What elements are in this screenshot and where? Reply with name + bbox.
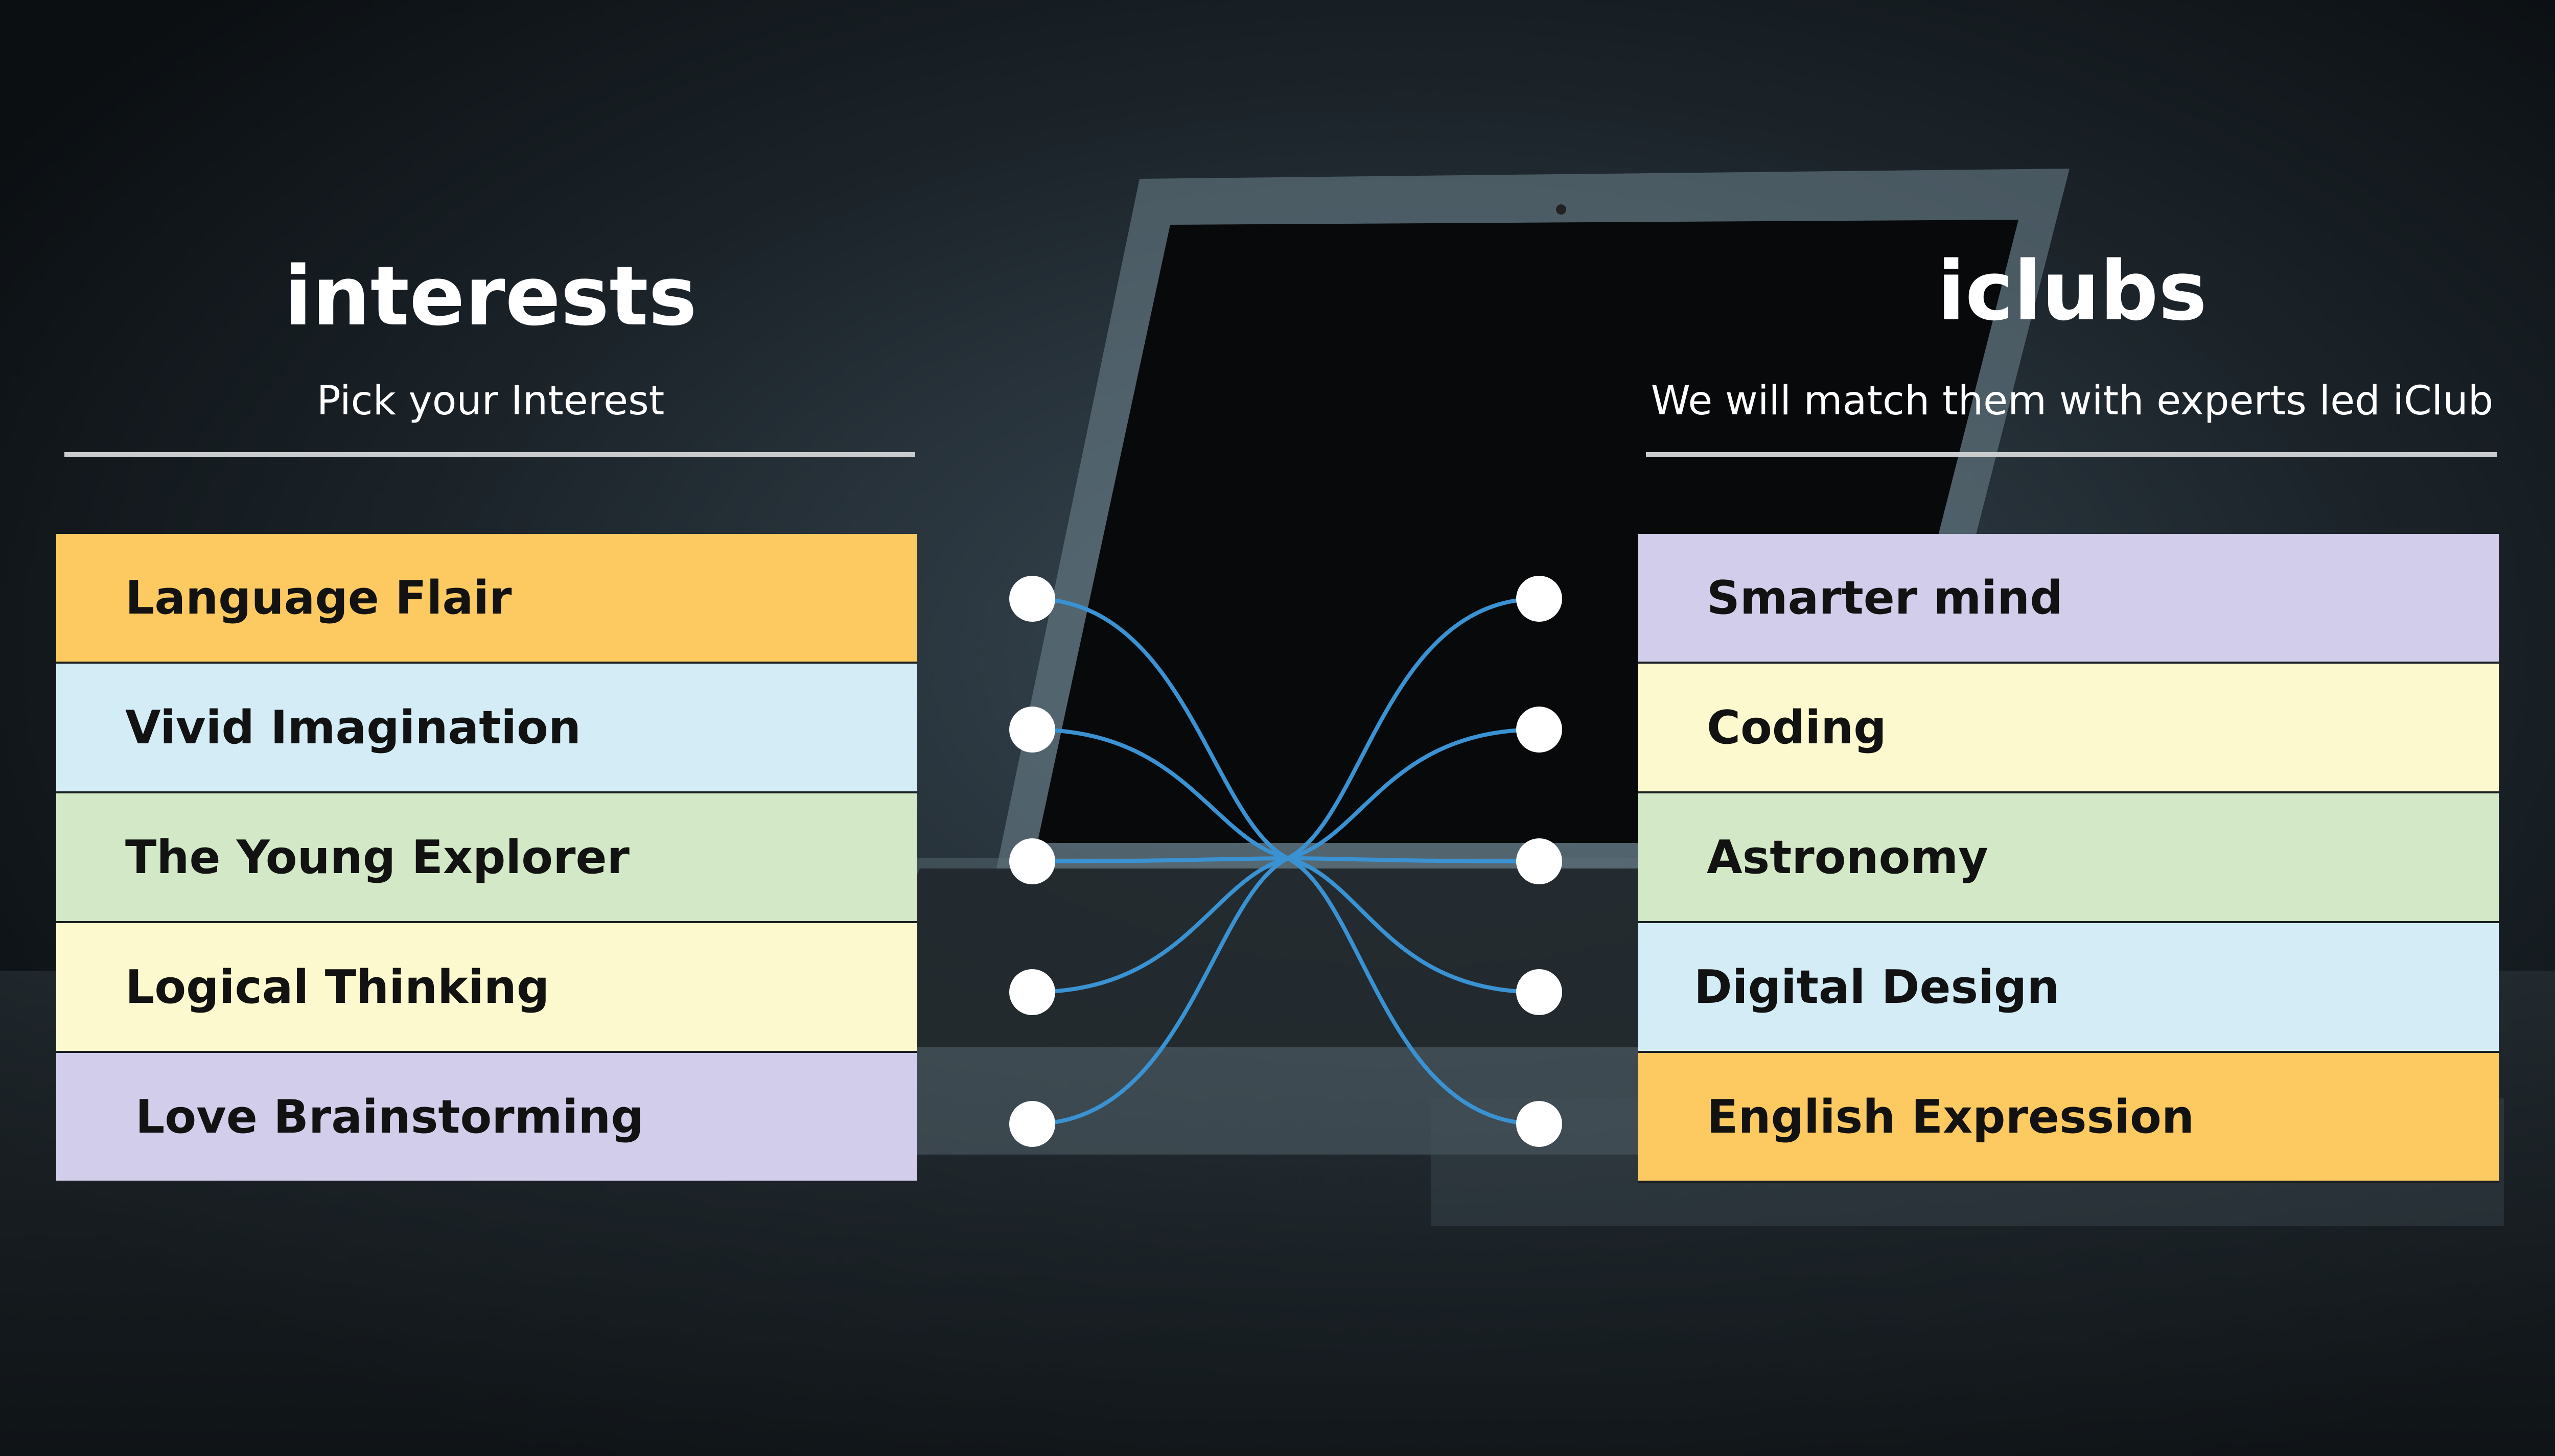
connector-line-left-2 <box>1032 856 1288 863</box>
interest-label: Language Flair <box>125 571 512 625</box>
iclub-item-astronomy[interactable]: Astronomy <box>1638 793 2499 923</box>
connector-dot-left-3[interactable] <box>1009 969 1055 1015</box>
iclub-label: English Expression <box>1707 1090 2194 1144</box>
connector-dots <box>1009 576 1562 1147</box>
iclub-label: Astronomy <box>1707 830 1988 884</box>
connector-line-right-2 <box>1287 856 1540 863</box>
iclub-item-smarter-mind[interactable]: Smarter mind <box>1638 534 2499 664</box>
iclubs-subtitle: We will match them with experts led iClu… <box>1651 378 2494 424</box>
iclub-item-coding[interactable]: Coding <box>1638 664 2499 793</box>
connector-dot-right-1[interactable] <box>1516 707 1562 753</box>
connector-line-left-1 <box>1032 727 1288 860</box>
iclub-label: Coding <box>1707 700 1887 755</box>
connector-line-left-0 <box>1032 597 1289 860</box>
interest-label: The Young Explorer <box>125 830 630 884</box>
connector-dot-right-2[interactable] <box>1516 838 1562 884</box>
connector-line-right-4 <box>1287 856 1540 1126</box>
iclub-item-digital-design[interactable]: Digital Design <box>1638 923 2499 1053</box>
connector-line-left-4 <box>1032 856 1289 1126</box>
connector-line-right-1 <box>1287 727 1540 860</box>
interests-title: interests <box>284 248 698 344</box>
iclubs-title: iclubs <box>1937 243 2208 339</box>
iclubs-list: Smarter mind Coding Astronomy Digital De… <box>1638 534 2499 1183</box>
interest-item-vivid-imagination[interactable]: Vivid Imagination <box>56 664 917 793</box>
interests-divider <box>64 452 915 457</box>
interest-label: Logical Thinking <box>125 960 550 1014</box>
connector-dot-right-4[interactable] <box>1516 1101 1562 1147</box>
connector-dot-left-4[interactable] <box>1009 1101 1055 1147</box>
connector-dot-left-2[interactable] <box>1009 838 1055 884</box>
connector-dot-right-0[interactable] <box>1516 576 1562 622</box>
connector-line-right-3 <box>1287 856 1540 994</box>
connector-dot-right-3[interactable] <box>1516 969 1562 1015</box>
interest-label: Love Brainstorming <box>135 1090 644 1144</box>
interests-subtitle: Pick your Interest <box>316 378 665 424</box>
connector-line-right-0 <box>1287 597 1540 860</box>
interest-item-language-flair[interactable]: Language Flair <box>56 534 917 664</box>
connector-line-left-3 <box>1032 856 1289 994</box>
connector-lines <box>1032 597 1540 1126</box>
interests-list: Language Flair Vivid Imagination The You… <box>56 534 917 1183</box>
connector-dot-left-0[interactable] <box>1009 576 1055 622</box>
interest-item-logical-thinking[interactable]: Logical Thinking <box>56 923 917 1053</box>
interest-item-young-explorer[interactable]: The Young Explorer <box>56 793 917 923</box>
iclub-item-english-expression[interactable]: English Expression <box>1638 1053 2499 1183</box>
iclub-label: Smarter mind <box>1707 571 2063 625</box>
iclub-label: Digital Design <box>1694 960 2060 1014</box>
interest-label: Vivid Imagination <box>125 700 582 755</box>
iclubs-divider <box>1646 452 2497 457</box>
interest-item-love-brainstorming[interactable]: Love Brainstorming <box>56 1053 917 1183</box>
connector-dot-left-1[interactable] <box>1009 707 1055 753</box>
